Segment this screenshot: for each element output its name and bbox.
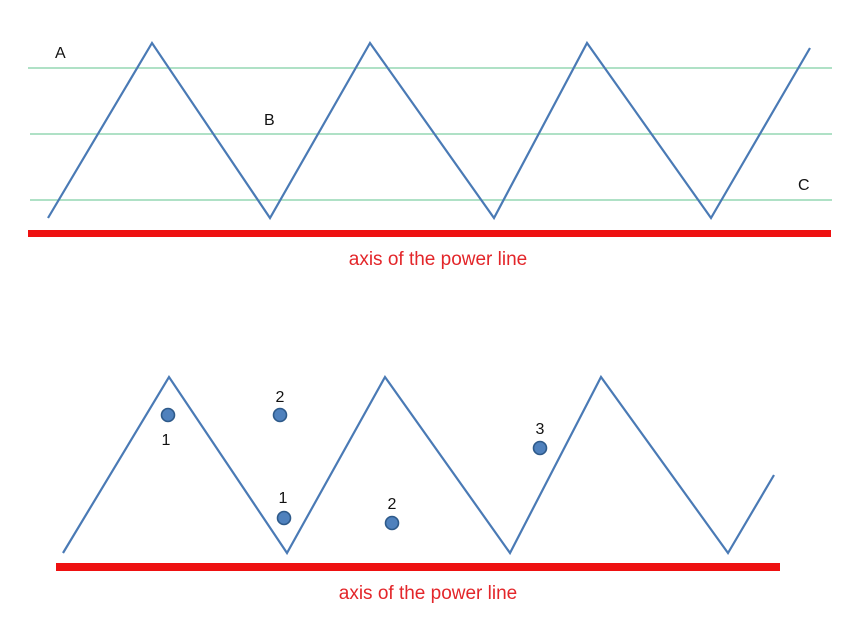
bottom-panel: axis of the power line 1 2 1 2 3	[56, 374, 780, 604]
axis-caption-top: axis of the power line	[349, 249, 528, 270]
axis-caption-bottom: axis of the power line	[339, 583, 518, 604]
point-label: 2	[276, 389, 285, 406]
point-marker	[272, 407, 288, 423]
point-label: 1	[279, 490, 288, 507]
top-panel: axis of the power line A B C	[28, 40, 832, 270]
power-line-axis-bottom	[56, 563, 780, 571]
measurement-point-2a: 2	[272, 389, 288, 423]
label-b: B	[264, 112, 275, 129]
point-label: 3	[536, 421, 545, 438]
point-marker	[532, 440, 548, 456]
point-label: 2	[388, 496, 397, 513]
point-marker	[160, 407, 176, 423]
measurement-point-1a: 1	[160, 407, 176, 449]
point-marker	[384, 515, 400, 531]
point-marker	[276, 510, 292, 526]
measurement-point-2b: 2	[384, 496, 400, 531]
measurement-point-1b: 1	[276, 490, 292, 526]
conductor-zigzag-bottom	[62, 374, 775, 556]
label-c: C	[798, 177, 810, 194]
point-label: 1	[162, 432, 171, 449]
measurement-point-3: 3	[532, 421, 548, 456]
label-a: A	[55, 45, 66, 62]
power-line-axis-top	[28, 230, 831, 237]
conductor-zigzag-top	[47, 40, 811, 221]
